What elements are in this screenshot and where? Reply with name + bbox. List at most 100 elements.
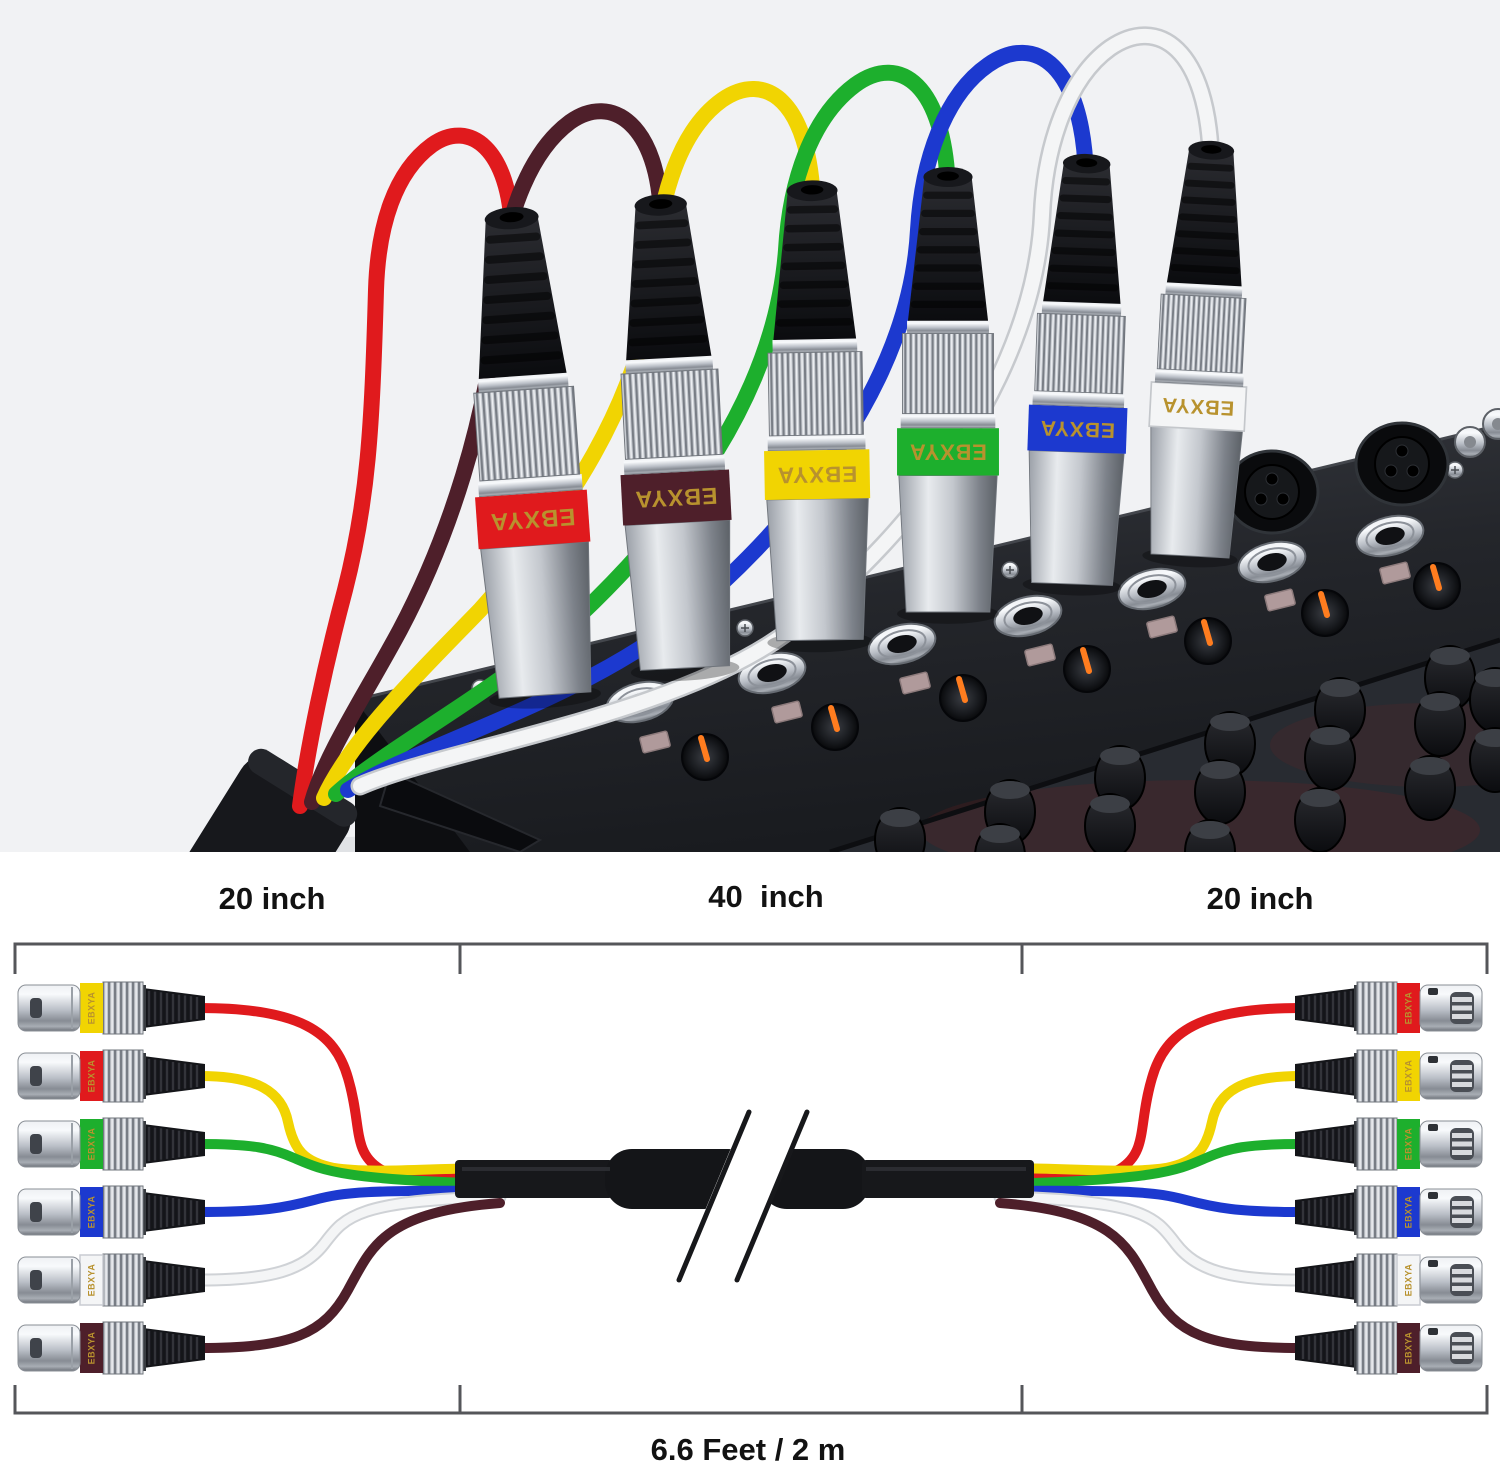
mixer-knob-large	[1084, 793, 1136, 852]
snake-wire-right-white	[995, 1192, 1305, 1285]
mixer-knob-large	[1469, 667, 1500, 733]
xlr-male-connector: EBXYA	[17, 1253, 205, 1307]
brand-label: EBXYA	[634, 483, 718, 513]
xlr-female-connector: EBXYA	[1295, 1253, 1483, 1307]
dimension-label-right: 20 inch	[1206, 881, 1314, 916]
brand-label: EBXYA	[489, 502, 576, 535]
mixer-knob-large	[1184, 819, 1236, 852]
brand-label: EBXYA	[87, 1332, 97, 1365]
xlr-plug-photo: EBXYA	[620, 194, 740, 681]
mixer-knob-large	[1294, 787, 1346, 852]
metal-cap	[1454, 426, 1486, 458]
xlr-male-connector: EBXYA	[17, 1049, 205, 1103]
mixer-screen	[378, 770, 543, 852]
xlr-socket	[1354, 421, 1450, 507]
mixer-knob-large	[1404, 755, 1456, 821]
brand-label: EBXYA	[1404, 1196, 1414, 1229]
jack-socket	[1117, 567, 1187, 611]
xlr-plug-photo: EBXYA	[764, 180, 873, 653]
xlr-male-connector: EBXYA	[17, 1321, 205, 1375]
snake-wire-left-white	[195, 1192, 505, 1285]
dimension-label-middle: 40 inch	[708, 879, 824, 914]
mixer-switch	[899, 671, 931, 695]
bottom-dimension-bracket	[13, 1385, 1489, 1415]
xlr-female-connector: EBXYA	[1295, 1049, 1483, 1103]
brand-label: EBXYA	[1404, 1264, 1414, 1297]
xlr-socket	[1224, 449, 1320, 535]
snake-wire-right-blue	[995, 1185, 1305, 1217]
xlr-female-connector: EBXYA	[1295, 1185, 1483, 1239]
brand-label: EBXYA	[87, 1264, 97, 1297]
xlr-male-connector: EBXYA	[17, 1117, 205, 1171]
jack-socket	[1237, 540, 1307, 584]
jack-socket	[867, 622, 937, 666]
mixer-switch	[1379, 561, 1411, 585]
trunk-cable	[455, 1109, 1034, 1283]
mixer-knob-large	[974, 823, 1026, 852]
mixer-knob	[1413, 562, 1461, 610]
mixer-switch	[1264, 588, 1296, 612]
brand-label: EBXYA	[909, 440, 987, 465]
snake-wire-left-green	[195, 1139, 505, 1189]
mixer-switch	[1024, 643, 1056, 667]
photo-cable-green	[328, 64, 956, 802]
photo-cable-red	[292, 127, 520, 814]
snake-wire-right-green	[995, 1139, 1305, 1189]
brand-label: EBXYA	[1404, 1332, 1414, 1365]
photo-cable-blue	[340, 44, 1094, 798]
mixer-switch	[771, 700, 803, 724]
snake-wire-left-red	[195, 1003, 505, 1184]
mixer-knob	[811, 703, 859, 751]
mixer-knob-large	[1194, 759, 1246, 825]
brand-label: EBXYA	[777, 461, 858, 487]
brand-label: EBXYA	[1039, 416, 1115, 442]
mixer-knob	[1301, 589, 1349, 637]
mixer-knob	[681, 733, 729, 781]
mixer-knob	[1184, 617, 1232, 665]
snake-wire-left-dark_red	[195, 1198, 505, 1353]
mixer-knob-large	[1304, 725, 1356, 791]
xlr-female-connector: EBXYA	[1295, 1117, 1483, 1171]
brand-label: EBXYA	[87, 1128, 97, 1161]
jack-socket	[1355, 514, 1425, 558]
xlr-female-connector: EBXYA	[1295, 981, 1483, 1035]
brand-label: EBXYA	[87, 992, 97, 1025]
dimension-label-left: 20 inch	[218, 881, 326, 916]
brand-label: EBXYA	[1161, 393, 1235, 419]
snake-wire-left-yellow	[195, 1071, 505, 1176]
jack-socket	[993, 594, 1063, 638]
mixer-knob-large	[1469, 727, 1500, 793]
xlr-male-connector: EBXYA	[17, 1185, 205, 1239]
xlr-plug-photo: EBXYA	[473, 207, 602, 709]
dimension-diagram: EBXYA EBXYA EBXYA EBXYA EBXYA EBXYA EBXY…	[13, 942, 1489, 1415]
xlr-plug-photo: EBXYA	[1022, 153, 1128, 596]
mixer-switch	[1146, 615, 1178, 639]
cable-break-icon	[676, 1109, 752, 1283]
top-dimension-bracket	[13, 942, 1489, 974]
xlr-plug-photo: EBXYA	[1142, 140, 1248, 568]
metal-cap	[1482, 408, 1500, 440]
snake-wire-right-dark_red	[995, 1198, 1305, 1353]
snake-wire-left-blue	[195, 1185, 505, 1217]
product-photo: EBXYA EBXYA EBXYA EBXYA EBXYA EBXYA	[0, 0, 1500, 852]
mixer-knob-large	[1414, 691, 1466, 757]
xlr-male-connector: EBXYA	[17, 981, 205, 1035]
screw-icon	[1001, 561, 1019, 579]
xlr-plug-photo: EBXYA	[897, 167, 999, 624]
brand-label: EBXYA	[1404, 1060, 1414, 1093]
mixer-knob	[1063, 645, 1111, 693]
total-length-label: 6.6 Feet / 2 m	[650, 1432, 846, 1467]
snake-wire-right-yellow	[995, 1071, 1305, 1176]
xlr-female-connector: EBXYA	[1295, 1321, 1483, 1375]
snake-wire-right-red	[995, 1003, 1305, 1184]
brand-label: EBXYA	[1404, 992, 1414, 1025]
mixer-knob	[939, 674, 987, 722]
brand-label: EBXYA	[87, 1060, 97, 1093]
mixer-switch	[639, 730, 671, 754]
brand-label: EBXYA	[87, 1196, 97, 1229]
photo-cable-white	[353, 28, 1218, 793]
screw-icon	[736, 619, 754, 637]
